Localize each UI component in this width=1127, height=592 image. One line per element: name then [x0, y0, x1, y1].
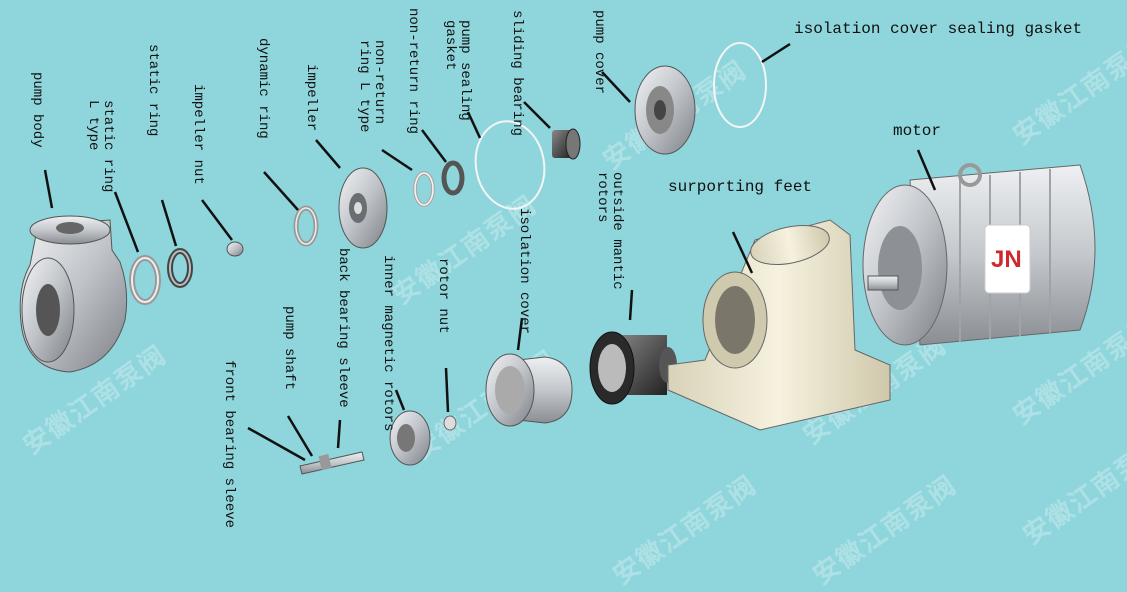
isolation-cover — [486, 354, 572, 426]
parts-drawing — [0, 0, 1127, 553]
pump-shaft — [300, 452, 364, 474]
label-back-bearing-sleeve: back bearing sleeve — [335, 248, 350, 408]
label-pump-cover: pump cover — [591, 10, 606, 94]
impeller-nut — [227, 242, 243, 256]
static-ring — [170, 251, 190, 285]
label-front-bearing-sleeve: front bearing sleeve — [221, 360, 236, 528]
label-motor: motor — [893, 124, 941, 139]
label-impeller: impeller — [303, 64, 318, 131]
label-isolation-cover: isolation cover — [516, 208, 531, 334]
motor-brand-logo: JN — [991, 246, 1022, 274]
motor — [863, 165, 1095, 345]
label-surporting-feet: surporting feet — [668, 180, 812, 195]
label-non-return-ring: non-return ring — [405, 8, 420, 134]
label-static-ring-l-type: static ring L type — [85, 100, 115, 192]
sliding-bearing — [552, 129, 580, 159]
inner-magnetic-rotors — [390, 411, 430, 465]
pump-cover — [635, 66, 695, 154]
pump-body — [20, 216, 126, 372]
non-return-ring — [444, 163, 462, 193]
label-non-return-ring-l-type: non-return ring L type — [356, 40, 386, 132]
outside-mantic-rotors — [590, 332, 677, 404]
supporting-feet — [668, 219, 890, 430]
label-isolation-cover-sealing-gasket: isolation cover sealing gasket — [794, 22, 1082, 37]
label-impeller-nut: impeller nut — [190, 84, 205, 185]
label-sliding-bearing: sliding bearing — [509, 10, 524, 136]
label-dynamic-ring: dynamic ring — [255, 38, 270, 139]
label-pump-sealing-gasket: pump sealing gasket — [442, 20, 472, 121]
label-rotor-nut: rotor nut — [435, 258, 450, 334]
label-pump-shaft: pump shaft — [281, 306, 296, 390]
label-inner-magnetic-rotors: inner magnetic rotors — [380, 255, 395, 431]
static-ring-l-type — [132, 258, 158, 302]
isolation-cover-sealing-gasket — [714, 43, 766, 127]
non-return-ring-l-type — [415, 173, 433, 205]
label-outside-mantic-rotors: outside mantic rotors — [594, 172, 624, 290]
exploded-pump-diagram: 安徽江南泵阀 安徽江南泵阀 安徽江南泵阀 安徽江南泵阀 安徽江南泵阀 安徽江南泵… — [0, 0, 1127, 553]
impeller — [339, 168, 387, 248]
rotor-nut — [444, 416, 456, 430]
label-static-ring: static ring — [145, 44, 160, 136]
dynamic-ring — [296, 208, 316, 244]
label-pump-body: pump body — [29, 72, 44, 148]
